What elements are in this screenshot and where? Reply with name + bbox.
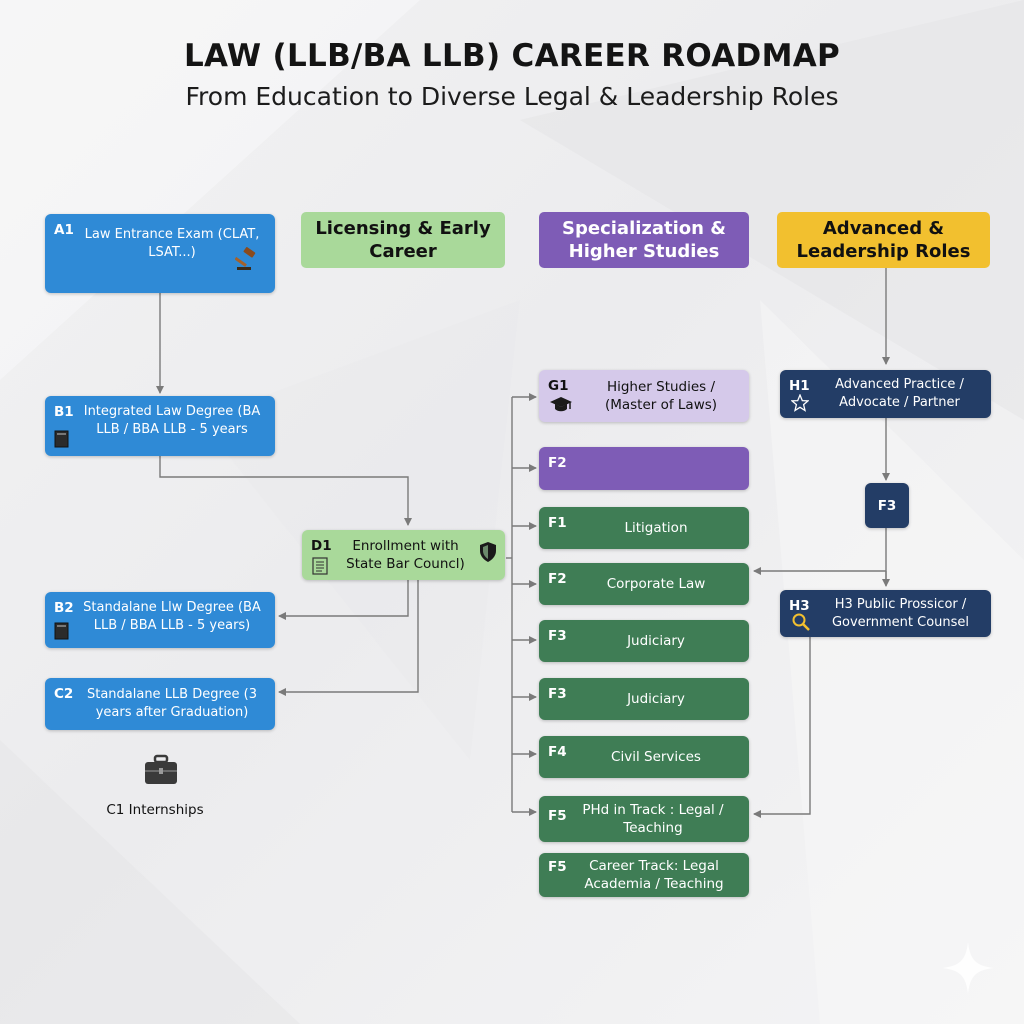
arrow-b1-d1 <box>159 456 412 526</box>
shield-icon <box>480 542 496 562</box>
node-label: Corporate Law <box>606 576 706 592</box>
node-code: B2 <box>54 600 74 616</box>
arrow-h3-f5a <box>753 637 811 818</box>
node-label: Civil Services <box>611 749 701 765</box>
node-f5-career-track[interactable]: F5 Career Track: Legal Academia / Teachi… <box>539 853 749 897</box>
node-code: C2 <box>54 686 74 702</box>
node-label: Standalane Llw Degree (BA LLB / BBA LLB … <box>83 600 261 633</box>
node-code: F5 <box>548 808 567 824</box>
book-icon <box>54 430 69 448</box>
node-code: H3 <box>789 598 810 614</box>
node-a1[interactable]: A1 Law Entrance Exam (CLAT, LSAT...) <box>45 214 275 293</box>
node-f3-judiciary-2[interactable]: F3 Judiciary <box>539 678 749 720</box>
node-label: H3 Public Prossicor / Government Counsel <box>831 597 970 630</box>
gavel-icon <box>235 247 256 270</box>
arrow-d1-b2 <box>278 580 409 620</box>
node-c2[interactable]: C2 Standalane LLB Degree (3 years after … <box>45 678 275 730</box>
node-code: F2 <box>548 571 567 587</box>
node-label: PHd in Track : Legal / Teaching <box>582 802 724 836</box>
node-f2-corporate[interactable]: F2 Corporate Law <box>539 563 749 605</box>
document-icon <box>312 557 328 575</box>
node-code: F1 <box>548 515 567 531</box>
node-f3-small[interactable]: F3 <box>865 483 909 528</box>
node-label: Higher Studies / (Master of Laws) <box>604 379 718 413</box>
node-g1[interactable]: G1 Higher Studies / (Master of Laws) <box>539 370 749 422</box>
node-label: Integrated Law Degree (BA LLB / BBA LLB … <box>83 404 261 437</box>
node-code: F2 <box>548 455 567 471</box>
magnifier-icon <box>792 613 810 631</box>
node-f5-phd[interactable]: F5 PHd in Track : Legal / Teaching <box>539 796 749 842</box>
page-title: LAW (LLB/BA LLB) CAREER ROADMAP <box>183 38 841 74</box>
header-specialization: Specialization & Higher Studies <box>539 212 749 268</box>
node-label: Judiciary <box>627 691 685 707</box>
c1-internships-label: C1 Internships <box>106 802 204 818</box>
node-code: F3 <box>877 497 897 514</box>
page-subtitle: From Education to Diverse Legal & Leader… <box>185 82 839 111</box>
node-f4[interactable]: F4 Civil Services <box>539 736 749 778</box>
header-advanced: Advanced & Leadership Roles <box>777 212 990 268</box>
book-icon <box>54 622 69 640</box>
graduation-cap-icon <box>550 397 572 412</box>
node-code: G1 <box>548 378 569 394</box>
node-f1[interactable]: F1 Litigation <box>539 507 749 549</box>
node-code: F3 <box>548 628 567 644</box>
node-d1[interactable]: D1 Enrollment with State Bar Councl) <box>302 530 505 580</box>
node-label: Standalane LLB Degree (3 years after Gra… <box>86 687 258 720</box>
node-h1[interactable]: H1 Advanced Practice / Advocate / Partne… <box>780 370 991 418</box>
node-label: Litigation <box>624 520 688 536</box>
node-h3[interactable]: H3 H3 Public Prossicor / Government Coun… <box>780 590 991 637</box>
node-label: Law Entrance Exam (CLAT, LSAT...) <box>84 227 260 260</box>
header-licensing: Licensing & Early Career <box>301 212 505 268</box>
arrow-d1-c2 <box>278 580 419 696</box>
node-label: Career Track: Legal Academia / Teaching <box>584 858 724 892</box>
node-b1[interactable]: B1 Integrated Law Degree (BA LLB / BBA L… <box>45 396 275 456</box>
node-code: A1 <box>54 222 74 238</box>
sparkle-icon <box>942 942 994 994</box>
star-icon <box>791 394 809 412</box>
node-f3-judiciary-1[interactable]: F3 Judiciary <box>539 620 749 662</box>
node-code: F4 <box>548 744 567 760</box>
node-code: D1 <box>311 538 332 554</box>
node-code: B1 <box>54 404 74 420</box>
node-f2-empty[interactable]: F2 <box>539 447 749 490</box>
node-code: F3 <box>548 686 567 702</box>
node-code: H1 <box>789 378 810 394</box>
briefcase-icon <box>145 754 177 784</box>
node-label: Enrollment with State Bar Councl) <box>346 538 465 572</box>
node-label: Judiciary <box>627 633 685 649</box>
node-label: Advanced Practice / Advocate / Partner <box>835 377 964 410</box>
node-b2[interactable]: B2 Standalane Llw Degree (BA LLB / BBA L… <box>45 592 275 648</box>
node-code: F5 <box>548 859 567 875</box>
